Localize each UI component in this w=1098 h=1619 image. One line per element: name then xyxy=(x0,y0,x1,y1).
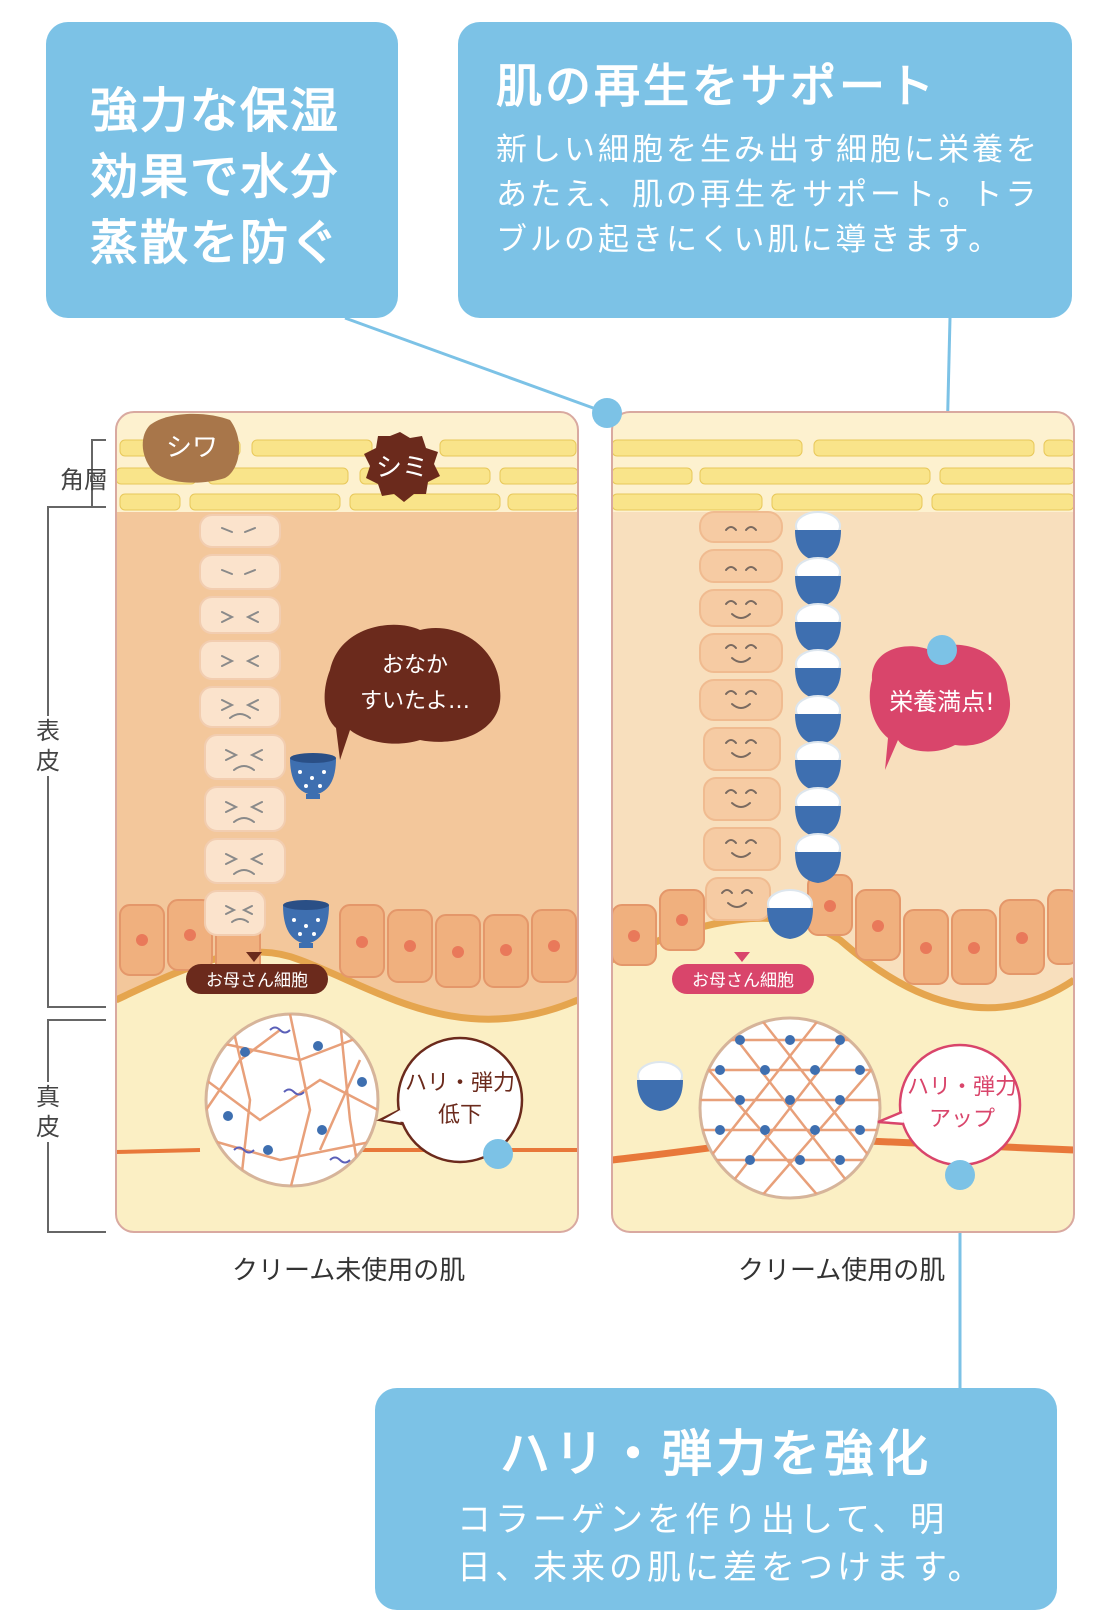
well-fed-speech-bubble: 栄養満点! xyxy=(869,644,1011,770)
hungry-speech-line1: おなか xyxy=(382,653,448,678)
regeneration-callout-body: 新しい細胞を生み出す細胞に栄養をあたえ、肌の再生をサポート。トラブルの起きにくい… xyxy=(496,132,1040,258)
spot-badge: シミ xyxy=(364,432,440,502)
well-fed-speech-text: 栄養満点! xyxy=(889,688,995,716)
rice-bowl-stack xyxy=(637,511,841,1111)
regeneration-callout-title: 肌の再生をサポート xyxy=(496,59,937,113)
wrinkle-badge-label: シワ xyxy=(166,433,218,463)
hungry-speech-line2: すいたよ… xyxy=(360,689,470,714)
epidermis-label: 表皮 xyxy=(34,716,62,776)
empty-bowl-icon xyxy=(283,900,329,948)
dermis-label: 真皮 xyxy=(34,1082,62,1142)
firmness-down-line1: ハリ・弾力 xyxy=(405,1071,515,1096)
firmness-callout: ハリ・弾力を強化 コラーゲンを作り出して、明日、未来の肌に差をつけます。 xyxy=(375,1388,1057,1610)
moisture-callout-text: 強力な保湿効果で水分蒸散を防ぐ xyxy=(90,83,341,271)
firmness-callout-body: コラーゲンを作り出して、明日、未来の肌に差をつけます。 xyxy=(457,1500,986,1588)
mother-cell-label-right: お母さん細胞 xyxy=(672,952,814,994)
mother-cell-text-right: お母さん細胞 xyxy=(692,971,794,991)
collagen-network-weak xyxy=(204,1012,380,1188)
moisture-callout: 強力な保湿効果で水分蒸散を防ぐ xyxy=(46,22,398,318)
regeneration-callout: 肌の再生をサポート 新しい細胞を生み出す細胞に栄養をあたえ、肌の再生をサポート。… xyxy=(458,22,1072,318)
firmness-up-line1: ハリ・弾力 xyxy=(907,1075,1017,1100)
happy-cell-column xyxy=(637,511,841,1111)
hungry-speech-bubble: おなか すいたよ… xyxy=(324,624,501,760)
connector-line-moisture xyxy=(344,316,608,415)
mother-cell-text-left: お母さん細胞 xyxy=(206,971,308,991)
firmness-up-line2: アップ xyxy=(929,1107,995,1132)
spot-badge-label: シミ xyxy=(376,453,428,483)
firmness-down-line2: 低下 xyxy=(438,1103,482,1128)
sad-cell-column xyxy=(199,514,286,936)
mother-cell-label-left: お母さん細胞 xyxy=(186,952,328,994)
panel-frame-right xyxy=(611,411,1075,1233)
firmness-callout-title: ハリ・弾力を強化 xyxy=(500,1425,932,1483)
connector-dot-firmness-left xyxy=(483,1139,513,1169)
empty-bowl-icon xyxy=(290,753,336,799)
firmness-down-bubble: ハリ・弾力 低下 xyxy=(376,1036,524,1164)
connector-dot-firmness-right xyxy=(945,1160,975,1190)
collagen-network-strong xyxy=(698,1016,882,1200)
caption-without-cream: クリーム未使用の肌 xyxy=(232,1256,466,1286)
wrinkle-badge: シワ xyxy=(142,413,240,483)
firmness-up-bubble: ハリ・弾力 アップ xyxy=(877,1043,1022,1167)
connector-dot-moisture xyxy=(592,398,622,428)
caption-with-cream: クリーム使用の肌 xyxy=(738,1256,946,1286)
stratum-corneum-label: 角層 xyxy=(60,466,108,494)
connector-dot-regeneration xyxy=(927,635,957,665)
panel-frame-left xyxy=(115,411,579,1233)
